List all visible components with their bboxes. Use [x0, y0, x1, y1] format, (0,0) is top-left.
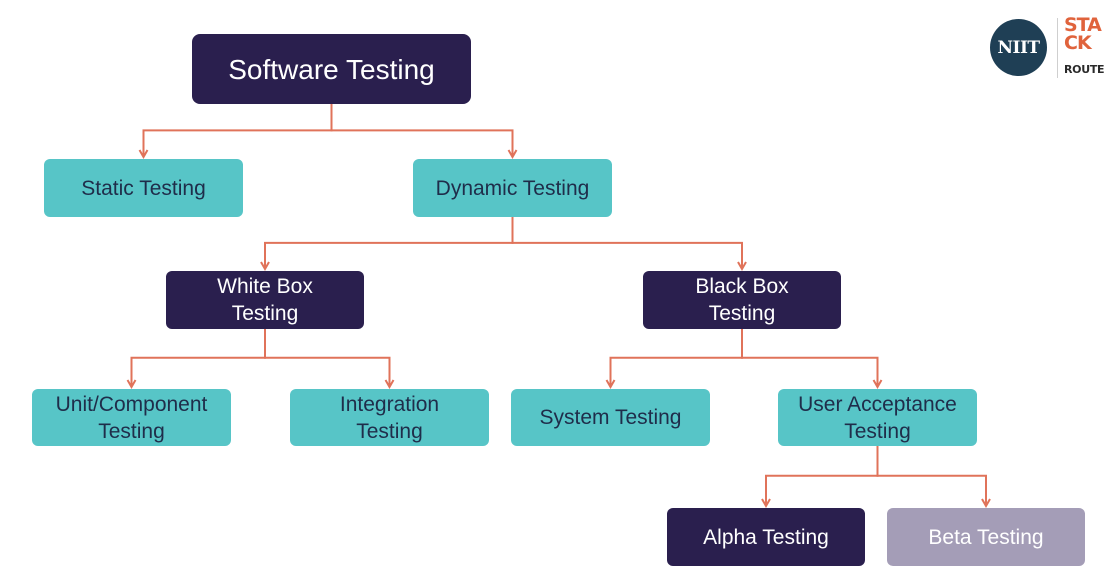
node-unit-component-testing: Unit/Component Testing: [32, 389, 231, 446]
connector-dynamic-to-black_box: [511, 217, 743, 269]
logo-divider: [1057, 18, 1058, 78]
route-wordmark: ROUTE: [1064, 63, 1105, 76]
connector-black_box-to-system: [611, 329, 743, 387]
connector-root-to-static: [144, 104, 333, 157]
node-static-testing: Static Testing: [44, 159, 243, 217]
niit-stackroute-logo: NIIT STA CK ROUTE: [988, 14, 1105, 80]
node-alpha-testing: Alpha Testing: [667, 508, 865, 566]
connector-root-to-dynamic: [330, 104, 513, 157]
node-black-box-testing: Black Box Testing: [643, 271, 841, 329]
connector-uat-to-alpha: [766, 446, 879, 506]
connector-black_box-to-uat: [741, 329, 878, 387]
node-dynamic-testing: Dynamic Testing: [413, 159, 612, 217]
node-beta-testing: Beta Testing: [887, 508, 1085, 566]
node-integration-testing: Integration Testing: [290, 389, 489, 446]
connector-white_box-to-integration: [264, 329, 390, 387]
niit-badge: NIIT: [990, 19, 1047, 76]
edge-group: [132, 104, 987, 506]
node-system-testing: System Testing: [511, 389, 710, 446]
connector-uat-to-beta: [876, 446, 987, 506]
node-software-testing: Software Testing: [192, 34, 471, 104]
stack-wordmark: STA CK: [1064, 14, 1102, 54]
node-user-acceptance-testing: User Acceptance Testing: [778, 389, 977, 446]
connector-white_box-to-unit: [132, 329, 266, 387]
node-white-box-testing: White Box Testing: [166, 271, 364, 329]
connector-dynamic-to-white_box: [265, 217, 514, 269]
